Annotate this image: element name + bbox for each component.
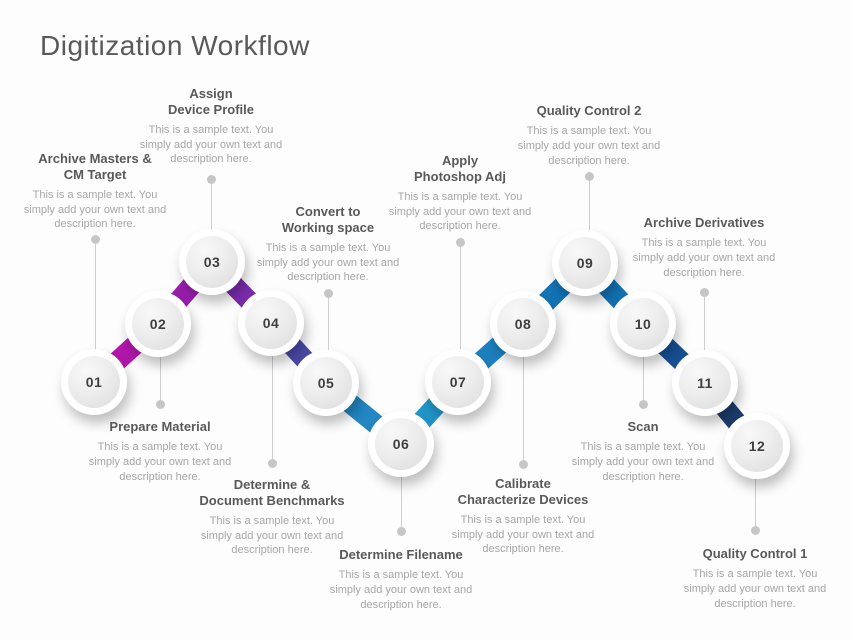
step-circle-12: 12	[724, 413, 790, 479]
step-title: Assign Device Profile	[168, 86, 254, 117]
step-description: This is a sample text. You simply add yo…	[517, 124, 661, 167]
label-leader-line	[211, 183, 212, 229]
step-title: Quality Control 1	[702, 546, 808, 561]
step-number: 02	[149, 316, 167, 332]
label-leader-dot	[518, 459, 528, 469]
step-circle-06: 06	[368, 411, 434, 477]
step-description: This is a sample text. You simply add yo…	[571, 440, 715, 483]
step-circle-face: 12	[731, 420, 783, 472]
label-leader-dot	[90, 234, 100, 244]
step-circle-02: 02	[125, 291, 191, 357]
label-leader-dot	[206, 174, 216, 184]
step-description: This is a sample text. You simply add yo…	[23, 188, 167, 231]
label-leader-dot	[638, 399, 648, 409]
label-leader-dot	[155, 399, 165, 409]
step-title: Determine Filename	[339, 547, 463, 562]
step-number: 05	[317, 375, 335, 391]
label-leader-line	[328, 297, 329, 350]
step-number: 01	[85, 374, 103, 390]
step-number: 12	[748, 438, 766, 454]
step-circle-face: 09	[559, 237, 611, 289]
step-description: This is a sample text. You simply add yo…	[88, 440, 232, 483]
label-leader-line	[589, 180, 590, 230]
label-leader-line	[643, 357, 644, 400]
step-circle-11: 11	[672, 350, 738, 416]
step-number: 08	[514, 316, 532, 332]
step-circle-face: 03	[186, 236, 238, 288]
step-description: This is a sample text. You simply add yo…	[451, 513, 595, 556]
step-title: Calibrate Characterize Devices	[457, 476, 589, 507]
label-leader-line	[160, 357, 161, 400]
step-number: 03	[203, 254, 221, 270]
step-title: Archive Derivatives	[643, 215, 765, 230]
step-title: Convert to Working space	[281, 204, 375, 235]
step-description: This is a sample text. You simply add yo…	[329, 568, 473, 611]
step-circle-05: 05	[293, 350, 359, 416]
label-leader-line	[401, 477, 402, 527]
step-number: 09	[576, 255, 594, 271]
step-number: 10	[634, 316, 652, 332]
step-title: Determine & Document Benchmarks	[199, 477, 345, 508]
label-leader-dot	[699, 287, 709, 297]
step-description: This is a sample text. You simply add yo…	[683, 567, 827, 610]
label-leader-dot	[750, 525, 760, 535]
step-number: 07	[449, 374, 467, 390]
label-leader-line	[523, 357, 524, 460]
step-title: Quality Control 2	[536, 103, 642, 118]
step-title: Prepare Material	[109, 419, 211, 434]
step-number: 06	[392, 436, 410, 452]
step-description: This is a sample text. You simply add yo…	[200, 514, 344, 557]
step-description: This is a sample text. You simply add yo…	[388, 190, 532, 233]
step-label-09: Quality Control 2 This is a sample text. …	[511, 103, 667, 168]
step-circle-face: 04	[245, 297, 297, 349]
step-circle-04: 04	[238, 290, 304, 356]
label-leader-line	[95, 243, 96, 349]
step-title: Archive Masters & CM Target	[38, 151, 152, 182]
step-number: 11	[697, 375, 713, 391]
step-circle-09: 09	[552, 230, 618, 296]
page-title: Digitization Workflow	[40, 30, 310, 61]
label-leader-dot	[267, 458, 277, 468]
step-circle-face: 07	[432, 356, 484, 408]
step-circle-face: 10	[617, 298, 669, 350]
step-circle-face: 11	[679, 357, 731, 409]
step-description: This is a sample text. You simply add yo…	[632, 236, 776, 279]
label-leader-line	[755, 479, 756, 526]
step-description: This is a sample text. You simply add yo…	[139, 123, 283, 166]
step-circle-face: 02	[132, 298, 184, 350]
label-leader-line	[704, 296, 705, 350]
step-circle-face: 05	[300, 357, 352, 409]
step-description: This is a sample text. You simply add yo…	[256, 241, 400, 284]
step-circle-face: 08	[497, 298, 549, 350]
label-leader-dot	[396, 526, 406, 536]
step-circle-03: 03	[179, 229, 245, 295]
label-leader-dot	[323, 288, 333, 298]
step-circle-face: 06	[375, 418, 427, 470]
step-circle-face: 01	[68, 356, 120, 408]
label-leader-line	[272, 356, 273, 459]
step-title: Scan	[627, 419, 659, 434]
step-title: Apply Photoshop Adj	[414, 153, 506, 184]
step-circle-07: 07	[425, 349, 491, 415]
label-leader-line	[460, 246, 461, 349]
step-circle-01: 01	[61, 349, 127, 415]
label-leader-dot	[584, 171, 594, 181]
step-circle-10: 10	[610, 291, 676, 357]
step-number: 04	[262, 315, 280, 331]
step-label-12: Quality Control 1 This is a sample text. …	[677, 546, 833, 611]
label-leader-dot	[455, 237, 465, 247]
step-circle-08: 08	[490, 291, 556, 357]
